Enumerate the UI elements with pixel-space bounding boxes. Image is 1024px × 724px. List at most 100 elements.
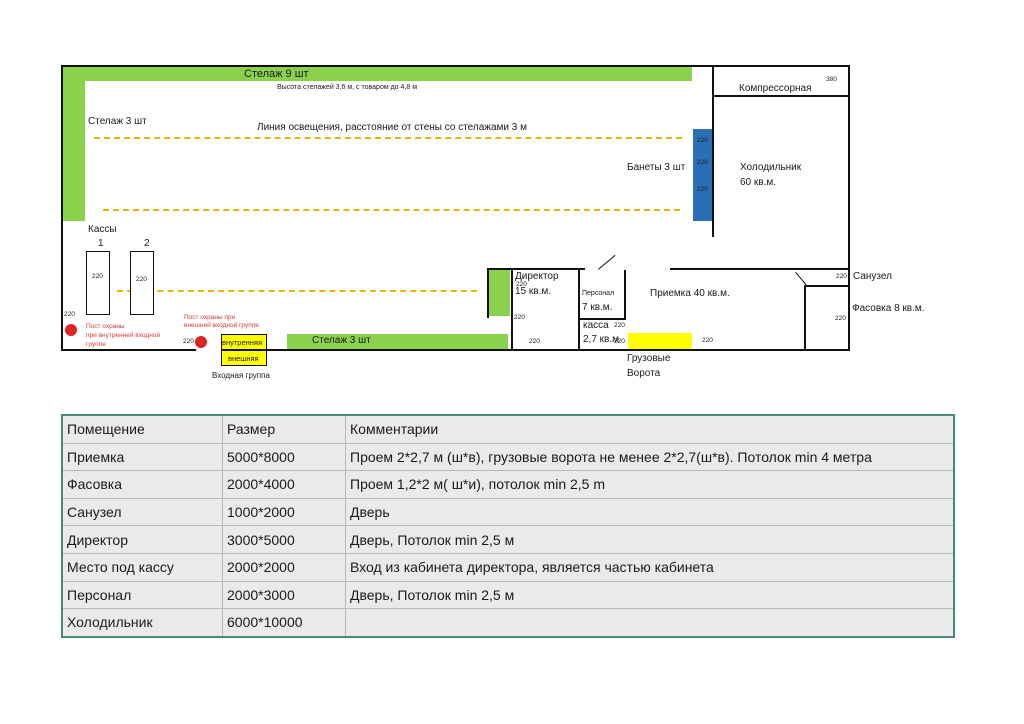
entrance-inner-label: внутренняя: [222, 338, 263, 347]
personal-label: Персонал: [582, 290, 615, 297]
header-room: Помещение: [61, 413, 223, 444]
cell-comment: Вход из кабинета директора, является час…: [345, 552, 955, 582]
entrance-inner: [221, 334, 267, 350]
cell-comment: Проем 2*2,7 м (ш*в), грузовые ворота не …: [345, 442, 955, 472]
shelf-director: [489, 270, 510, 316]
fridge-label: Холодильник: [740, 162, 802, 173]
shelf-top: [63, 67, 692, 81]
light-line-3: [117, 290, 477, 292]
light-line-2: [103, 209, 680, 211]
cell-size: 5000*8000: [222, 442, 346, 472]
entrance-group-label: Входная группа: [212, 371, 270, 380]
door-swing-director: [598, 254, 616, 270]
cell-room: Директор: [61, 525, 223, 554]
socket-220-director-2: 220: [514, 314, 525, 321]
kassy-label: Кассы: [88, 224, 117, 235]
sanuzel-label: Санузел: [853, 271, 892, 282]
shelf-bottom-label: Стелаж 3 шт: [312, 335, 371, 346]
guard-post-outer-label-1: Пост охраны при: [184, 314, 236, 321]
table-row: Холодильник 6000*10000: [61, 608, 955, 638]
door-swing-sanuzel: [795, 272, 808, 287]
table-row: Место под кассу 2000*2000 Вход из кабине…: [61, 552, 955, 582]
wall-personal-left: [578, 270, 580, 349]
cell-comment: Дверь, Потолок min 2,5 м: [345, 525, 955, 554]
light-line-label: Линия освещения, расстояние от стены со …: [257, 122, 528, 133]
wall-top: [61, 65, 850, 67]
cell-room: Место под кассу: [61, 552, 223, 582]
wall-bottom-left: [61, 349, 196, 351]
socket-220-guard-inner: 220: [64, 311, 75, 318]
wall-director-right: [511, 270, 513, 349]
cell-room: Фасовка: [61, 470, 223, 499]
priemka-label: Приемка 40 кв.м.: [650, 288, 730, 299]
shelf-left: [63, 67, 85, 221]
wall-compressor: [714, 95, 848, 97]
cell-comment: Дверь: [345, 497, 955, 527]
wall-personal-right: [624, 270, 626, 320]
cell-size: 2000*3000: [222, 580, 346, 610]
cell-size: 6000*10000: [222, 608, 346, 638]
socket-220-kassa-room-2: 220: [614, 338, 625, 345]
entrance-outer: [221, 350, 267, 366]
socket-380: 380: [826, 76, 837, 83]
fasovka-label: Фасовка 8 кв.м.: [852, 303, 925, 314]
header-comments: Комментарии: [345, 413, 955, 444]
kassa-room-area: 2,7 кв.м: [583, 334, 620, 345]
guard-post-inner-label-1: Пост охраны: [86, 323, 125, 330]
wall-fridge-left: [712, 67, 714, 237]
wall-kassa-top: [580, 318, 626, 320]
kassa-2: [130, 251, 154, 315]
kassa-number-2: 2: [144, 238, 150, 249]
table-row: Фасовка 2000*4000 Проем 1,2*2 м( ш*и), п…: [61, 470, 955, 499]
cargo-gate: [628, 333, 692, 349]
socket-220-kassa-1: 220: [92, 273, 103, 280]
wall-sanuzel-top: [804, 285, 848, 287]
cargo-gate-label-1: Грузовые: [627, 353, 671, 364]
table-header-row: Помещение Размер Комментарии: [61, 413, 955, 444]
wall-bottom-right: [266, 349, 850, 351]
cell-size: 2000*4000: [222, 470, 346, 499]
table-row: Санузел 1000*2000 Дверь: [61, 497, 955, 527]
banety-label: Банеты 3 шт: [627, 162, 686, 173]
cell-comment: Дверь, Потолок min 2,5 м: [345, 580, 955, 610]
table-row: Директор 3000*5000 Дверь, Потолок min 2,…: [61, 525, 955, 554]
cell-size: 1000*2000: [222, 497, 346, 527]
guard-post-inner-label-2: при внутренней входной: [86, 332, 161, 339]
wall-right: [848, 65, 850, 351]
cell-size: 2000*2000: [222, 552, 346, 582]
cell-size: 3000*5000: [222, 525, 346, 554]
guard-post-outer-label-2: внешней входной группе: [184, 322, 259, 329]
fridge-area: 60 кв.м.: [740, 177, 777, 188]
table-row: Приемка 5000*8000 Проем 2*2,7 м (ш*в), г…: [61, 442, 955, 472]
cell-room: Санузел: [61, 497, 223, 527]
guard-post-inner-marker: [65, 324, 77, 336]
wall-director-top: [487, 268, 585, 270]
header-size: Размер: [222, 413, 346, 444]
socket-220-priemka: 220: [702, 337, 713, 344]
wall-director-left: [487, 268, 489, 318]
compressor-label: Компрессорная: [739, 83, 812, 94]
socket-220-kassa-2: 220: [136, 276, 147, 283]
director-area: 15 кв.м.: [515, 286, 552, 297]
kassa-1: [86, 251, 110, 315]
cargo-gate-label-2: Ворота: [627, 368, 661, 379]
personal-area: 7 кв.м.: [582, 302, 613, 313]
rooms-table: Помещение Размер Комментарии Приемка 500…: [61, 413, 955, 638]
shelf-top-label: Стелаж 9 шт: [244, 68, 309, 80]
socket-220-sanuzel: 220: [836, 273, 847, 280]
guard-post-inner-label-3: группе: [86, 341, 106, 348]
socket-220-guard-outer: 220: [183, 338, 194, 345]
wall-left: [61, 65, 63, 351]
table-row: Персонал 2000*3000 Дверь, Потолок min 2,…: [61, 580, 955, 610]
socket-220-director-3: 220: [529, 338, 540, 345]
socket-220-banety-2: 220: [697, 159, 708, 166]
cell-comment: Проем 1,2*2 м( ш*и), потолок min 2,5 m: [345, 470, 955, 499]
light-line-1: [94, 137, 682, 139]
guard-post-outer-marker: [195, 336, 207, 348]
cell-room: Холодильник: [61, 608, 223, 638]
kassa-number-1: 1: [98, 238, 104, 249]
director-label: Директор: [515, 271, 559, 282]
entrance-outer-label: внешняя: [228, 354, 259, 363]
wall-fridge-bottom: [670, 268, 848, 270]
shelf-bottom: [287, 334, 508, 349]
